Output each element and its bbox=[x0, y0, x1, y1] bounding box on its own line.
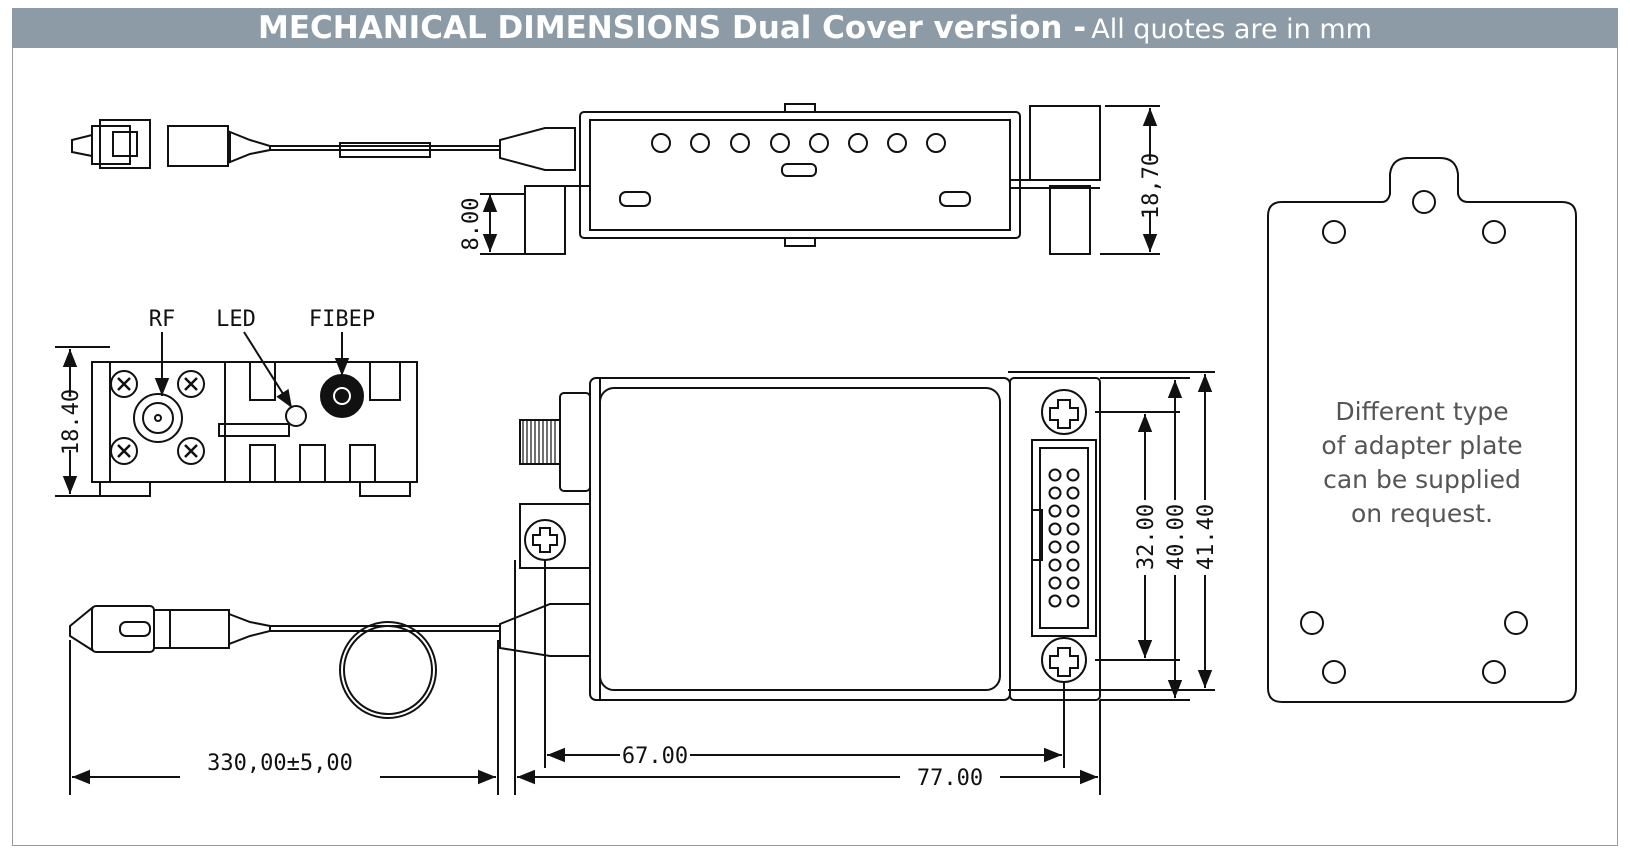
adapter-plate bbox=[1267, 157, 1577, 703]
module-body-top bbox=[589, 377, 1011, 701]
led-indicator bbox=[285, 405, 307, 427]
sma-connector bbox=[559, 392, 591, 492]
connector-side bbox=[1029, 105, 1101, 181]
dim-side-height: 18,70 bbox=[1139, 153, 1164, 219]
top-view bbox=[69, 371, 1215, 795]
rf-connector bbox=[133, 393, 183, 443]
front-body bbox=[91, 361, 418, 483]
strain-relief bbox=[499, 127, 576, 171]
note-line: can be supplied bbox=[1323, 465, 1521, 494]
right-flange bbox=[1009, 377, 1101, 701]
cover-panel bbox=[599, 387, 1001, 691]
plug-bottom bbox=[69, 605, 271, 653]
label-fibep: FIBEP bbox=[309, 307, 375, 332]
module-body-side bbox=[579, 103, 1021, 247]
note-line: Different type bbox=[1335, 397, 1509, 426]
title-bar: MECHANICAL DIMENSIONS Dual Cover version… bbox=[12, 8, 1618, 48]
foot-right bbox=[1049, 185, 1091, 255]
dim-plate-height: 40.00 bbox=[1164, 504, 1189, 570]
dim-foot-height: 8.00 bbox=[459, 198, 484, 251]
label-rf: RF bbox=[149, 307, 176, 332]
units-note: All quotes are in mm bbox=[1091, 14, 1372, 45]
mount-flange-left bbox=[519, 503, 590, 569]
strain-relief-top bbox=[499, 603, 590, 657]
dim-front-height: 18.40 bbox=[59, 389, 84, 455]
page-title: MECHANICAL DIMENSIONS Dual Cover version… bbox=[258, 10, 1087, 46]
label-led: LED bbox=[216, 307, 256, 332]
note-line: of adapter plate bbox=[1321, 431, 1523, 460]
dim-hole-pitch: 67.00 bbox=[622, 744, 688, 769]
fibep-connector bbox=[320, 374, 364, 418]
dim-cable-length: 330,00±5,00 bbox=[207, 751, 353, 776]
cable-loop bbox=[339, 621, 437, 719]
dim-overall-length: 77.00 bbox=[917, 766, 983, 791]
note-line: on request. bbox=[1350, 499, 1494, 528]
dim-hole-spacing: 32.00 bbox=[1134, 504, 1159, 570]
front-view bbox=[55, 331, 418, 497]
plug-top bbox=[71, 119, 271, 169]
adapter-plate-note: Different type of adapter plate can be s… bbox=[1272, 395, 1572, 531]
side-view bbox=[71, 103, 1160, 255]
dim-overall-height: 41.40 bbox=[1194, 504, 1219, 570]
foot-left bbox=[524, 185, 566, 255]
